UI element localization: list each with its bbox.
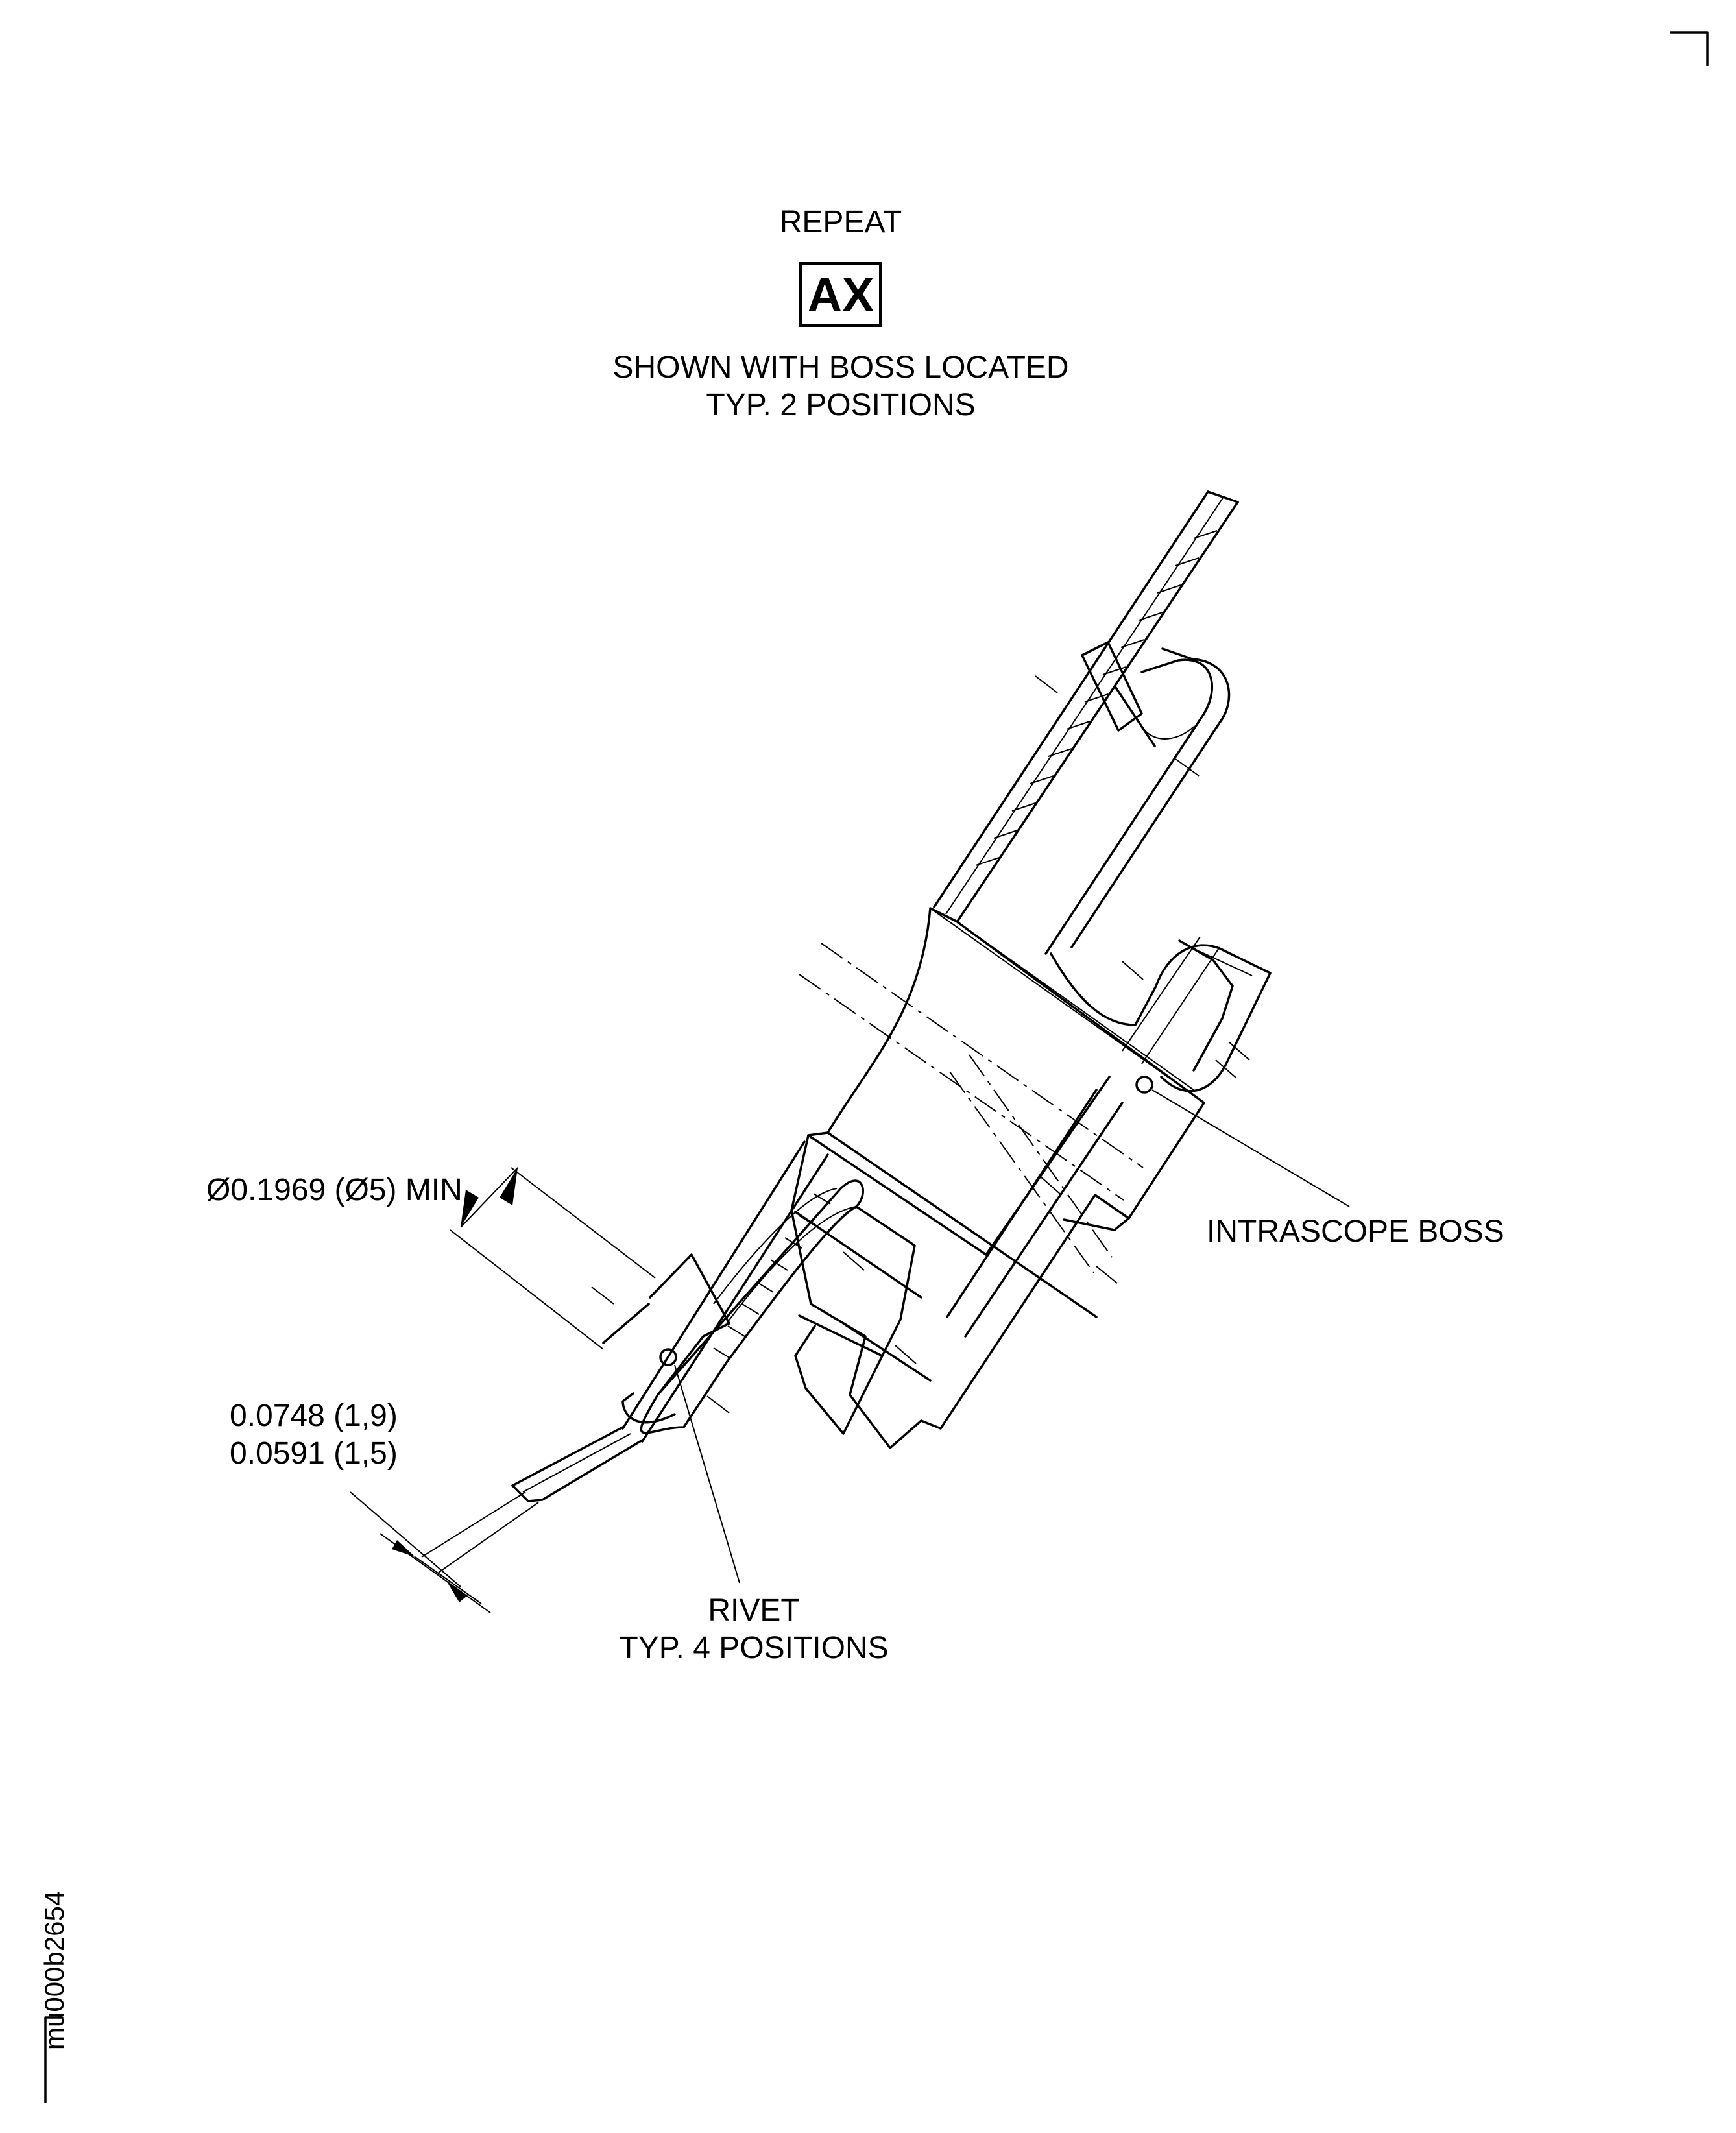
note-line-2: TYP. 2 POSITIONS [706,388,976,422]
note-line-1: SHOWN WITH BOSS LOCATED [612,350,1069,385]
boss-flange [1050,936,1272,1092]
center-lines [799,943,1144,1273]
upper-rivet-clip [1044,641,1231,955]
central-housing [790,907,1205,1449]
rivet-label-line-1: RIVET [708,1593,800,1628]
view-tag-box: AX [799,262,882,327]
rivet-label-line-2: TYP. 4 POSITIONS [619,1631,889,1665]
page-corner-marks [44,31,1709,2103]
thickness-max-label: 0.0748 (1,9) [230,1399,398,1433]
lower-plate [511,1303,650,1502]
upper-plate [933,490,1239,922]
view-tag-label: AX [807,267,874,322]
leader-lines [674,1089,1350,1584]
diameter-dimension [450,1167,656,1350]
repeat-label: REPEAT [779,205,902,239]
thickness-min-label: 0.0591 (1,5) [230,1436,398,1471]
lower-rivet-clip [621,1140,916,1443]
intrascope-boss-hole [1135,1076,1153,1094]
thickness-dimension [350,1491,539,1613]
diameter-dimension-label: Ø0.1969 (Ø5) MIN [206,1173,463,1207]
extension-ticks [591,675,1250,1414]
intrascope-boss-label: INTRASCOPE BOSS [1207,1214,1504,1249]
rivet-hole [659,1348,677,1366]
